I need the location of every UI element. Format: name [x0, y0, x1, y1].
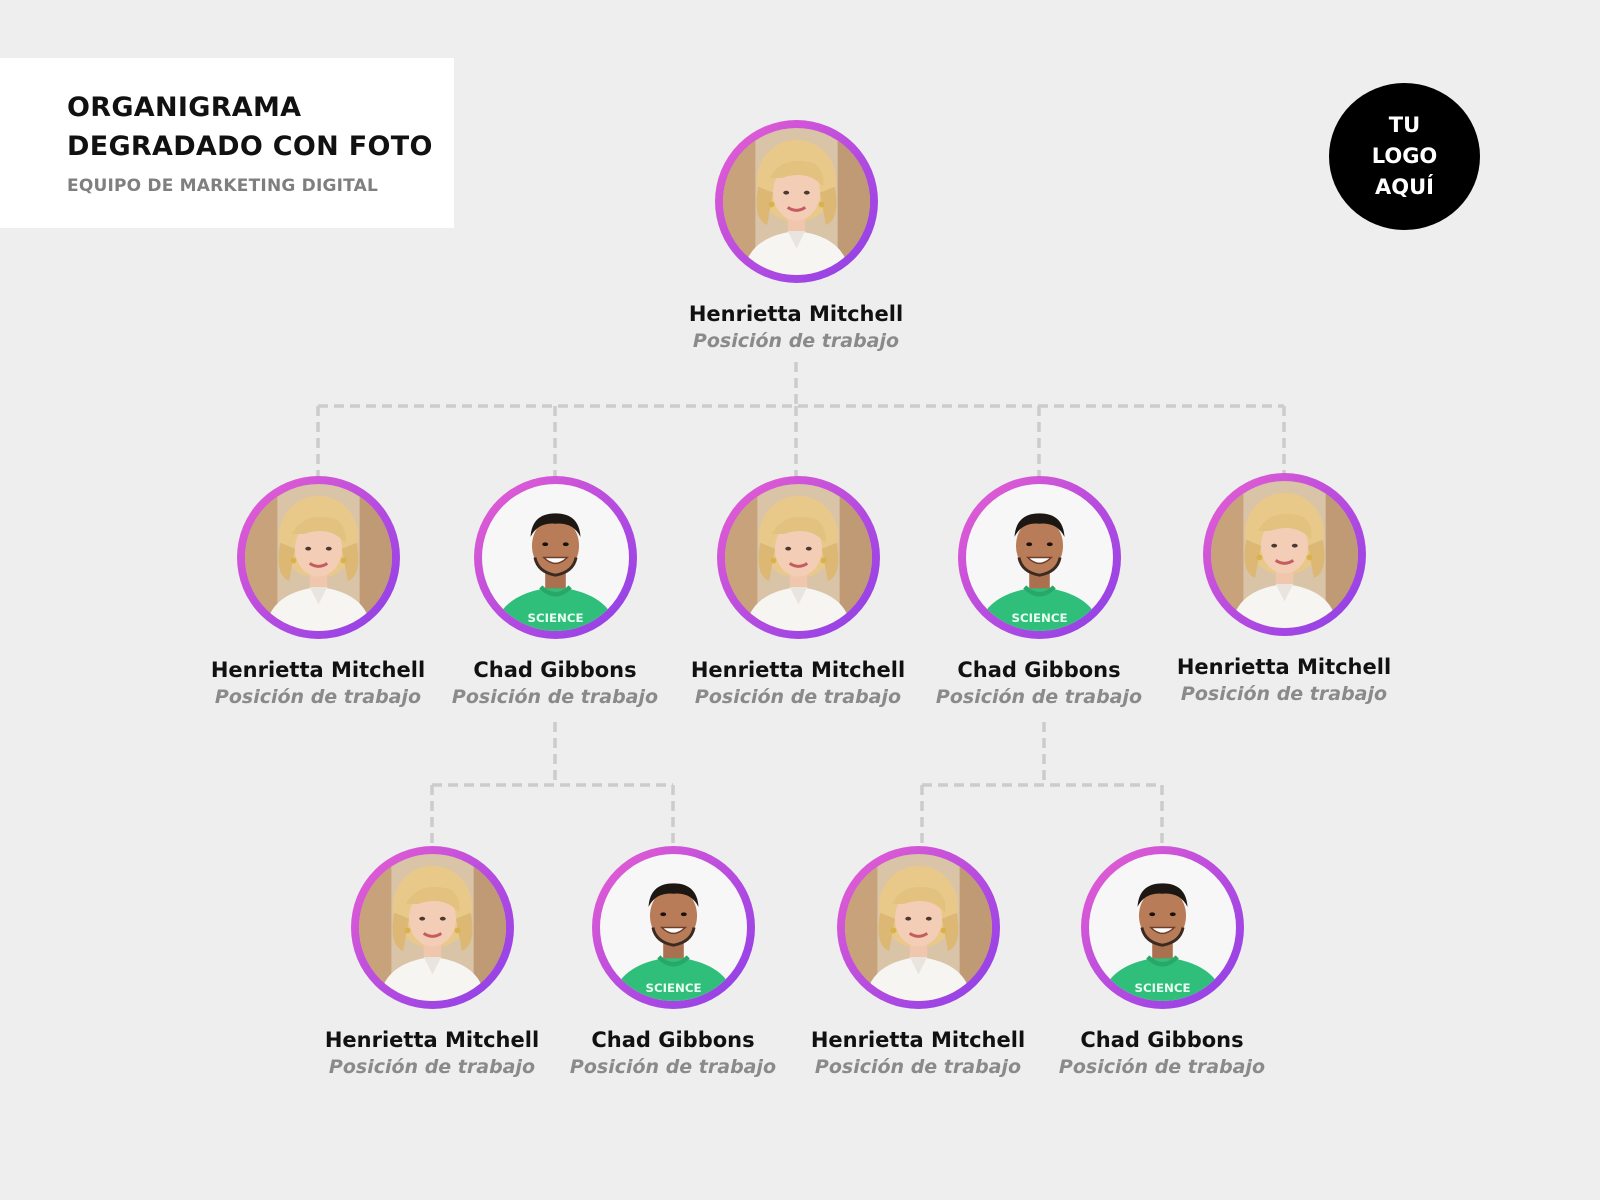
person-name: Chad Gibbons [957, 658, 1121, 682]
person-name: Chad Gibbons [591, 1028, 755, 1052]
org-node-root[interactable]: Henrietta Mitchell Posición de trabajo [666, 120, 926, 355]
job-position: Posición de trabajo [214, 686, 422, 708]
header-card: ORGANIGRAMA DEGRADADO CON FOTO EQUIPO DE… [0, 58, 454, 228]
org-node-level1-3[interactable]: Henrietta Mitchell Posición de trabajo [668, 476, 928, 711]
job-position: Posición de trabajo [1180, 683, 1388, 705]
job-position: Posición de trabajo [569, 1056, 777, 1078]
org-node-level1-5[interactable]: Henrietta Mitchell Posición de trabajo [1154, 473, 1414, 708]
org-node-level2-3[interactable]: Henrietta Mitchell Posición de trabajo [788, 846, 1048, 1081]
avatar [236, 476, 400, 639]
person-name: Henrietta Mitchell [690, 658, 906, 682]
woman-photo-icon [359, 854, 506, 1001]
woman-photo-icon [725, 484, 872, 631]
man-photo-icon [966, 484, 1113, 631]
org-node-level2-2[interactable]: Chad Gibbons Posición de trabajo [543, 846, 803, 1081]
org-node-level1-1[interactable]: Henrietta Mitchell Posición de trabajo [188, 476, 448, 711]
man-photo-icon [482, 484, 629, 631]
woman-photo-icon [845, 854, 992, 1001]
job-position: Posición de trabajo [935, 686, 1143, 708]
avatar [957, 476, 1121, 639]
org-node-level2-4[interactable]: Chad Gibbons Posición de trabajo [1032, 846, 1292, 1081]
woman-photo-icon [245, 484, 392, 631]
chart-title: ORGANIGRAMA DEGRADADO CON FOTO [67, 92, 433, 162]
avatar [350, 846, 514, 1009]
woman-photo-icon [1211, 481, 1358, 628]
job-position: Posición de trabajo [814, 1056, 1022, 1078]
avatar [1202, 473, 1366, 636]
org-node-level2-1[interactable]: Henrietta Mitchell Posición de trabajo [302, 846, 562, 1081]
avatar [473, 476, 637, 639]
avatar [1080, 846, 1244, 1009]
job-position: Posición de trabajo [694, 686, 902, 708]
woman-photo-icon [723, 128, 870, 275]
person-name: Chad Gibbons [1080, 1028, 1244, 1052]
job-position: Posición de trabajo [692, 330, 900, 352]
job-position: Posición de trabajo [328, 1056, 536, 1078]
man-photo-icon [600, 854, 747, 1001]
person-name: Chad Gibbons [473, 658, 637, 682]
avatar [836, 846, 1000, 1009]
org-node-level1-2[interactable]: Chad Gibbons Posición de trabajo [425, 476, 685, 711]
person-name: Henrietta Mitchell [810, 1028, 1026, 1052]
org-node-level1-4[interactable]: Chad Gibbons Posición de trabajo [909, 476, 1169, 711]
logo-placeholder: TU LOGO AQUÍ [1329, 83, 1480, 230]
chart-subtitle: EQUIPO DE MARKETING DIGITAL [67, 176, 379, 196]
person-name: Henrietta Mitchell [324, 1028, 540, 1052]
person-name: Henrietta Mitchell [210, 658, 426, 682]
avatar [591, 846, 755, 1009]
avatar [714, 120, 878, 283]
man-photo-icon [1089, 854, 1236, 1001]
job-position: Posición de trabajo [1058, 1056, 1266, 1078]
job-position: Posición de trabajo [451, 686, 659, 708]
person-name: Henrietta Mitchell [1176, 655, 1392, 679]
avatar [716, 476, 880, 639]
person-name: Henrietta Mitchell [688, 302, 904, 326]
